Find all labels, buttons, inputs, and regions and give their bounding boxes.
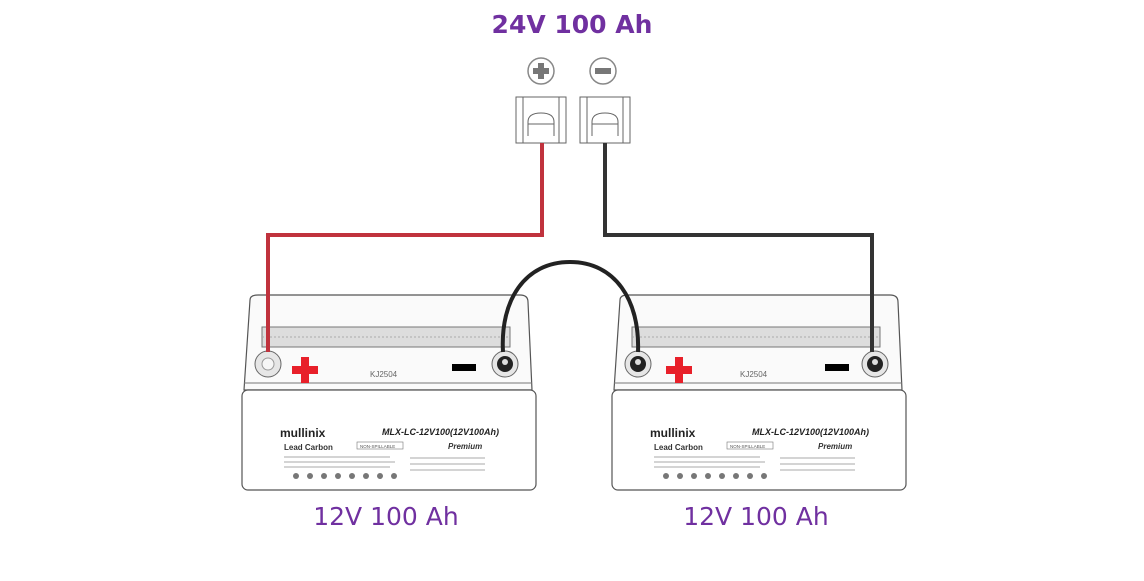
negative-wire — [603, 143, 874, 352]
positive-output-connector — [515, 96, 567, 144]
minus-mark-icon — [452, 364, 476, 371]
battery-model: MLX-LC-12V100(12V100Ah) — [382, 427, 499, 437]
positive-wire — [266, 143, 544, 352]
negative-output-connector — [579, 96, 631, 144]
battery-type: Lead Carbon — [654, 443, 703, 452]
battery-grade: Premium — [818, 442, 852, 451]
system-voltage-title: 24V 100 Ah — [491, 10, 653, 39]
battery-badge: NON-SPILLABLE — [360, 444, 395, 449]
battery-1-caption: 12V 100 Ah — [313, 502, 459, 531]
battery-code: KJ2504 — [370, 370, 398, 379]
battery-2-caption: 12V 100 Ah — [683, 502, 829, 531]
series-jumper-wire — [500, 259, 641, 353]
battery-badge: NON-SPILLABLE — [730, 444, 765, 449]
plus-mark-icon — [292, 357, 318, 383]
battery-model: MLX-LC-12V100(12V100Ah) — [752, 427, 869, 437]
battery-1: KJ2504 mullinix MLX-LC-12V100(12V100Ah) … — [241, 294, 537, 491]
positive-terminal-icon — [527, 57, 555, 85]
brand-logo: mullinix — [650, 426, 696, 440]
battery-grade: Premium — [448, 442, 482, 451]
battery-code: KJ2504 — [740, 370, 768, 379]
brand-logo: mullinix — [280, 426, 326, 440]
battery-type: Lead Carbon — [284, 443, 333, 452]
plus-mark-icon — [666, 357, 692, 383]
battery-2: KJ2504 mullinix MLX-LC-12V100(12V100Ah) … — [611, 294, 907, 491]
minus-mark-icon — [825, 364, 849, 371]
negative-terminal-icon — [589, 57, 617, 85]
